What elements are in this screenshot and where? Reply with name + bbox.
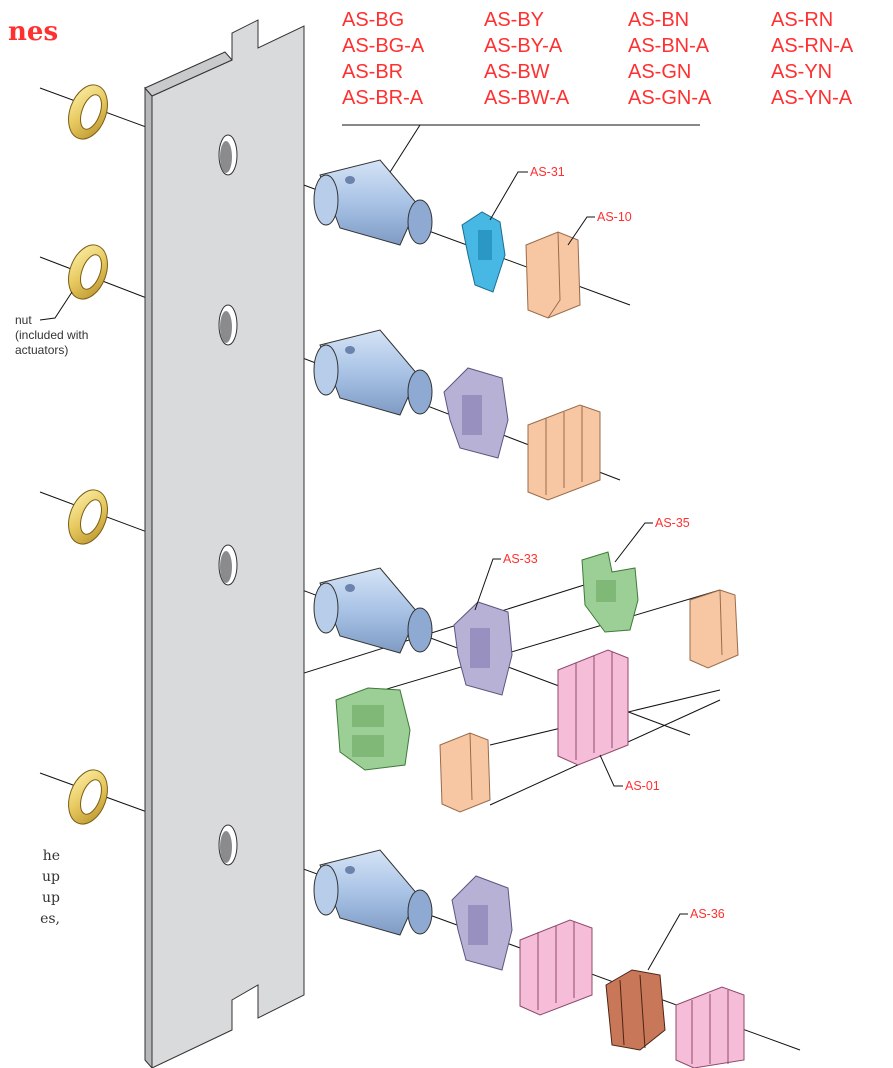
nut-1: [68, 84, 108, 140]
code-as-br: AS-BR: [342, 61, 403, 83]
contact-block-peach-left: [439, 732, 491, 813]
nut-4: [68, 769, 108, 825]
code-as-rn: AS-RN: [771, 9, 833, 31]
actuator-code-table: AS-BG AS-BY AS-BN AS-RN AS-BG-A AS-BY-A …: [342, 9, 854, 181]
code-as-rn-a: AS-RN-A: [771, 35, 854, 57]
contact-stack-as01: [557, 649, 629, 766]
actuator-3: [313, 567, 433, 654]
nut-3: [68, 489, 108, 545]
nut-2: [68, 244, 108, 300]
body-fragment-2: up: [42, 869, 60, 885]
actuator-4: [313, 849, 433, 936]
body-fragment-1: he: [43, 848, 60, 864]
actuator-2: [313, 329, 433, 416]
label-as10: AS-10: [597, 210, 632, 224]
code-as-yn: AS-YN: [771, 61, 832, 83]
code-as-bn: AS-BN: [628, 9, 689, 31]
adapter-green-left: [335, 687, 411, 771]
label-as01: AS-01: [625, 779, 660, 793]
code-as-bn-a: AS-BN-A: [628, 35, 710, 57]
code-as-yn-a: AS-YN-A: [771, 87, 853, 109]
nut-note-line-3: actuators): [15, 343, 68, 357]
adapter-as35: [581, 551, 639, 633]
code-as-bw: AS-BW: [484, 61, 550, 83]
contact-stack-row-2: [527, 404, 601, 501]
label-as36: AS-36: [690, 907, 725, 921]
actuator-1: [313, 159, 433, 246]
label-as35: AS-35: [655, 516, 690, 530]
adapter-row-4: [451, 875, 513, 971]
body-fragment-4: es,: [40, 911, 60, 927]
body-fragment-3: up: [42, 890, 60, 906]
contact-block-peach-right: [689, 589, 739, 669]
code-leader-line: [384, 124, 421, 181]
body-text-fragments: he up up es,: [40, 848, 60, 927]
label-as31: AS-31: [530, 165, 565, 179]
contact-block-as10: [525, 231, 581, 319]
nut-note: nut (included with actuators): [15, 291, 88, 357]
label-as33: AS-33: [503, 552, 538, 566]
part-labels: AS-31 AS-10 AS-35 AS-33 AS-01 AS-36: [474, 165, 725, 971]
code-as-by-a: AS-BY-A: [484, 35, 563, 57]
code-as-bg: AS-BG: [342, 9, 404, 31]
code-as-br-a: AS-BR-A: [342, 87, 424, 109]
section-title-fragment: nes: [8, 17, 58, 47]
contact-stack-row-4-left: [519, 919, 593, 1016]
bracket-as36: [605, 969, 666, 1051]
adapter-as33: [453, 601, 513, 696]
code-as-gn-a: AS-GN-A: [628, 87, 712, 109]
mounting-panel: [144, 19, 305, 1068]
code-as-by: AS-BY: [484, 9, 544, 31]
code-as-bw-a: AS-BW-A: [484, 87, 570, 109]
contact-stack-row-4-right: [675, 986, 745, 1068]
adapter-as31: [461, 211, 506, 293]
nut-note-line-2: (included with: [15, 328, 88, 342]
nut-note-line-1: nut: [15, 313, 32, 327]
code-as-gn: AS-GN: [628, 61, 691, 83]
code-as-bg-a: AS-BG-A: [342, 35, 425, 57]
adapter-row-2: [443, 367, 509, 459]
